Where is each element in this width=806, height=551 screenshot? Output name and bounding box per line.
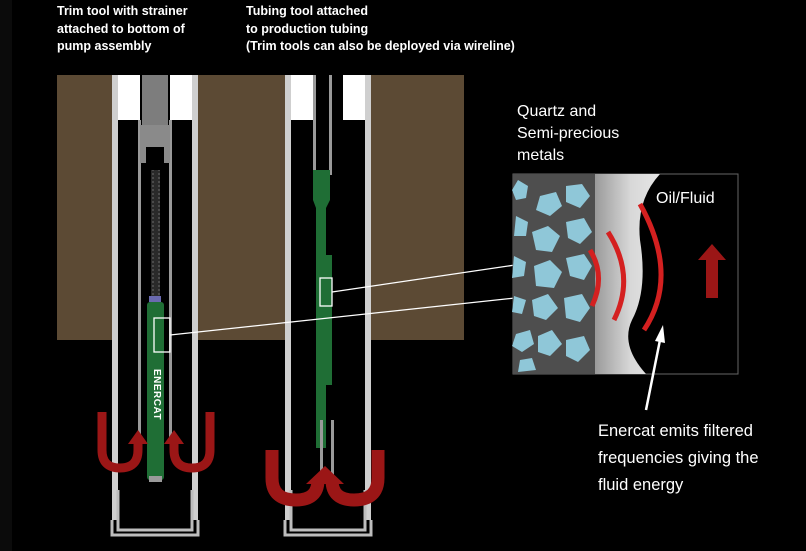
oil-fluid-label: Oil/Fluid	[656, 190, 715, 207]
left-caption-line-3: pump assembly	[57, 39, 152, 53]
enercat-logo: ENERCAT	[151, 369, 162, 421]
quartz-label-line-1: Quartz and	[517, 103, 597, 120]
quartz-label-line-3: metals	[517, 147, 565, 164]
crystal-grains	[512, 180, 592, 372]
emission-waves	[587, 202, 664, 332]
oil-up-arrow	[698, 244, 726, 298]
enercat-label-line-3: fluid energy	[598, 476, 684, 494]
enercat-label: Enercat emits filtered frequencies givin…	[598, 418, 759, 499]
middle-caption: Tubing tool attached to production tubin…	[246, 3, 515, 56]
quartz-label: Quartz and Semi-precious metals	[517, 101, 619, 167]
middle-up-arrowhead	[306, 466, 344, 484]
left-flow-arrowheads	[128, 430, 184, 444]
left-flow-arrows	[97, 412, 215, 473]
inset-closeup	[512, 173, 739, 375]
middle-wellbore	[283, 75, 373, 550]
left-wellbore	[110, 75, 200, 550]
middle-caption-line-3: (Trim tools can also be deployed via wir…	[246, 39, 515, 53]
quartz-label-line-2: Semi-precious	[517, 125, 620, 142]
middle-caption-line-2: to production tubing	[246, 21, 369, 36]
enercat-label-line-1: Enercat emits filtered	[598, 422, 753, 440]
callout-lines	[153, 264, 516, 353]
left-edge-strip	[0, 0, 12, 551]
enercat-pointer-arrow	[644, 325, 665, 411]
middle-caption-line-1: Tubing tool attached	[246, 4, 368, 18]
left-caption-line-1: Trim tool with strainer	[57, 4, 188, 18]
left-caption: Trim tool with strainer attached to bott…	[57, 3, 188, 56]
middle-flow-arrows	[265, 450, 385, 507]
left-caption-line-2: attached to bottom of	[57, 21, 185, 36]
enercat-label-line-2: frequencies giving the	[598, 449, 759, 467]
